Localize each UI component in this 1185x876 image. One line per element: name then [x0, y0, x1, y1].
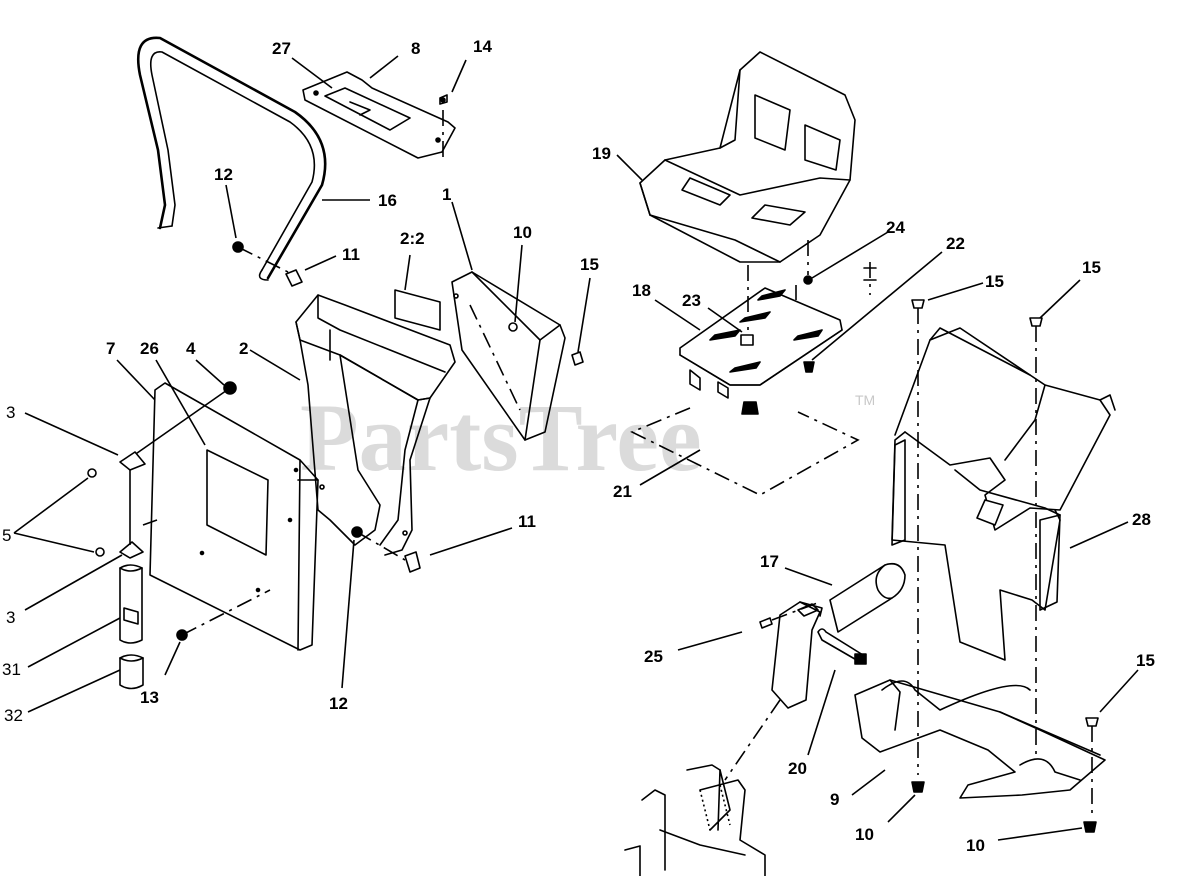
callout-32: 32	[4, 706, 23, 725]
callout-11-lower: 11	[518, 512, 536, 531]
part-15-screw-a	[571, 351, 584, 366]
callout-26: 26	[140, 339, 159, 358]
part-2-2-label	[394, 289, 441, 331]
part-15-screw-b	[911, 299, 925, 775]
part-18-seat-plate	[679, 287, 843, 399]
callout-24: 24	[886, 218, 905, 237]
part-13-nut	[176, 629, 188, 641]
callout-31: 31	[2, 660, 21, 679]
part-14-screw	[439, 94, 448, 105]
part-25-pin	[759, 601, 821, 629]
callout-2: 2	[239, 339, 248, 358]
callout-11-upper: 11	[342, 245, 360, 264]
part-22-fastener	[803, 361, 815, 373]
part-15-screw-d	[1085, 717, 1099, 818]
part-5-washer-upper	[87, 468, 97, 478]
part-3-hinge-upper	[119, 451, 146, 471]
callout-20: 20	[788, 759, 807, 778]
part-32-sleeve	[119, 654, 144, 690]
part-1-panel	[451, 271, 566, 441]
callout-3-upper: 3	[6, 403, 15, 422]
callout-8: 8	[411, 39, 420, 58]
callout-7: 7	[106, 339, 115, 358]
callout-10-lower-b: 10	[966, 836, 985, 855]
part-10-nut-lower-a	[911, 781, 925, 793]
callout-21: 21	[613, 482, 632, 501]
callout-25: 25	[644, 647, 663, 666]
callout-9: 9	[830, 790, 839, 809]
part-17-tube	[829, 562, 906, 633]
part-23-spacer	[740, 334, 754, 346]
callout-17: 17	[760, 552, 779, 571]
callout-10-upper: 10	[513, 223, 532, 242]
part-9-base-pan	[854, 679, 1106, 799]
part-31-rod	[119, 470, 143, 644]
part-12-nut-upper	[232, 241, 301, 279]
callout-16: 16	[378, 191, 397, 210]
callout-13: 13	[140, 688, 159, 707]
part-28-housing	[891, 327, 1116, 661]
part-12-nut-lower	[351, 526, 406, 561]
callout-labels: 27 8 14 12 16 11 2:2 1 10 15 7 26 4 2 3 …	[2, 37, 1155, 855]
callout-3-lower: 3	[6, 608, 15, 627]
watermark: PartsTree TM	[300, 384, 875, 491]
frame-section	[624, 764, 766, 876]
callout-15-c: 15	[1082, 258, 1101, 277]
part-7-panel	[142, 382, 319, 651]
part-2-console	[295, 294, 456, 556]
callout-28: 28	[1132, 510, 1151, 529]
part-11-bolt-upper	[285, 269, 303, 287]
part-3-hinge-lower	[119, 541, 144, 559]
part-24-bolt	[795, 262, 877, 300]
part-26-decal	[206, 449, 269, 556]
callout-18: 18	[632, 281, 651, 300]
callout-10-lower-a: 10	[855, 825, 874, 844]
watermark-trademark: TM	[855, 392, 875, 408]
callout-12-lower: 12	[329, 694, 348, 713]
leader-lines	[13, 55, 1139, 841]
callout-4: 4	[186, 339, 196, 358]
callout-15-d: 15	[1136, 651, 1155, 670]
callout-14: 14	[473, 37, 492, 56]
part-10-nut-lower-b	[1083, 821, 1097, 833]
callout-2-2: 2:2	[400, 229, 425, 248]
callout-1: 1	[442, 185, 451, 204]
part-11-bolt-lower	[404, 551, 421, 573]
callout-27: 27	[272, 39, 291, 58]
callout-19: 19	[592, 144, 611, 163]
callout-5: 5	[2, 526, 11, 545]
part-15-screw-c	[1029, 317, 1043, 755]
watermark-text: PartsTree	[300, 384, 702, 491]
part-8-plate	[302, 71, 456, 160]
part-16-handle-bar	[136, 36, 327, 281]
part-19-seat	[639, 51, 856, 330]
callout-23: 23	[682, 291, 701, 310]
part-20-bracket	[724, 601, 867, 781]
callout-15-a: 15	[580, 255, 599, 274]
part-10-nut-upper	[508, 322, 518, 332]
callout-15-b: 15	[985, 272, 1004, 291]
callout-22: 22	[946, 234, 965, 253]
part-4-knob	[129, 381, 237, 459]
part-5-washer-lower	[95, 547, 105, 557]
callout-12-upper: 12	[214, 165, 233, 184]
part-21-knob	[630, 401, 860, 496]
